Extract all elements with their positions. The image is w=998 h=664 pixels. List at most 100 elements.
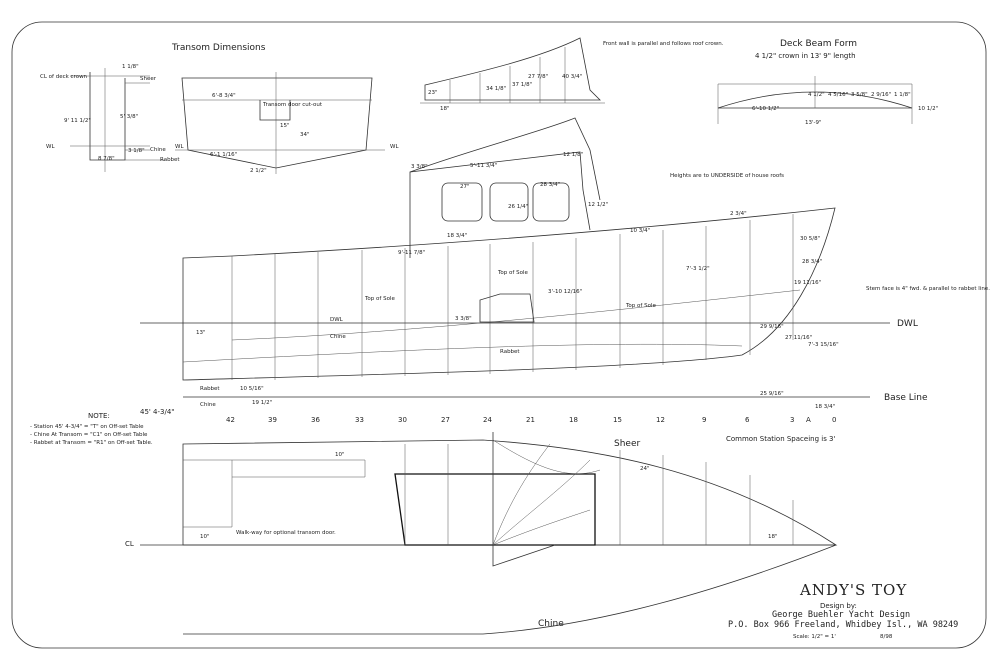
station-36: 36 bbox=[311, 416, 320, 424]
station-6: 6 bbox=[745, 416, 750, 424]
title-block: ANDY'S TOY Design by: George Buehler Yac… bbox=[728, 581, 958, 640]
transom-section-outline bbox=[89, 72, 126, 161]
svg-text:12 1/8": 12 1/8" bbox=[563, 152, 583, 158]
svg-text:3 3/8": 3 3/8" bbox=[455, 316, 472, 322]
rabbet-small-label: Rabbet bbox=[200, 386, 220, 392]
svg-text:12 1/2": 12 1/2" bbox=[588, 202, 608, 208]
transom-face-wl: WL bbox=[175, 144, 184, 150]
plan-cl-label: CL bbox=[125, 540, 134, 548]
deck-beam-group: Deck Beam Form 4 1/2" crown in 13' 9" le… bbox=[717, 39, 938, 126]
front-wall-group: Front wall is parallel and follows roof … bbox=[420, 37, 724, 112]
svg-text:19 11/16": 19 11/16" bbox=[794, 280, 821, 286]
top-of-sole-1: Top of Sole bbox=[497, 270, 528, 276]
transom-door-label: Transom door cut-out bbox=[262, 102, 323, 108]
svg-text:7'-3 1/2": 7'-3 1/2" bbox=[686, 266, 710, 272]
deck-beam-dim-3: 3 5/8" bbox=[851, 92, 868, 98]
top-of-sole-2: Top of Sole bbox=[364, 296, 395, 302]
designer-address: P.O. Box 966 Freeland, Whidbey Isl., WA … bbox=[728, 620, 958, 630]
svg-text:28 3/4": 28 3/4" bbox=[540, 182, 560, 188]
svg-text:9'-11 7/8": 9'-11 7/8" bbox=[398, 250, 425, 256]
transom-face-outline bbox=[181, 77, 373, 169]
transom-label-cl: CL of deck crown bbox=[40, 74, 88, 80]
dwl-label: DWL bbox=[897, 319, 918, 329]
baseline-label: Base Line bbox=[884, 393, 928, 403]
station-27: 27 bbox=[441, 416, 450, 424]
station-15: 15 bbox=[613, 416, 622, 424]
scale: Scale: 1/2" = 1' bbox=[793, 634, 836, 640]
designer-name: George Buehler Yacht Design bbox=[772, 610, 910, 620]
chine-line bbox=[182, 343, 743, 363]
transom-label-rabbet: Rabbet bbox=[160, 157, 180, 163]
plan-sheer-outline bbox=[182, 439, 838, 546]
transom-label-sheer: Sheer bbox=[140, 76, 157, 82]
plan-view-group: Sheer Chine CL Walk-way for optional tra… bbox=[125, 432, 838, 635]
hull-profile-outline bbox=[182, 207, 836, 381]
svg-text:2 3/4": 2 3/4" bbox=[730, 211, 747, 217]
svg-text:18 3/4": 18 3/4" bbox=[815, 404, 835, 410]
plan-sheer-label: Sheer bbox=[614, 439, 640, 449]
top-of-sole-3: Top of Sole bbox=[625, 303, 656, 309]
svg-text:10 5/16": 10 5/16" bbox=[240, 386, 264, 392]
profile-dimensions: 3 3/8" 5'-11 3/4" 28 3/4" 12 1/8" 9'-11 … bbox=[196, 152, 839, 410]
note-block: NOTE: - Station 45' 4-3/4" = "T" on Off-… bbox=[30, 412, 153, 446]
front-wall-dim-6: 18" bbox=[440, 106, 450, 112]
station-18: 18 bbox=[569, 416, 578, 424]
transom-dim-bottom: 6'-1 1/16" bbox=[210, 152, 237, 158]
note-line-2: - Chine At Transom = "C1" on Off-set Tab… bbox=[30, 432, 148, 438]
station-9: 9 bbox=[702, 416, 706, 424]
note-line-3: - Rabbet at Transom = "R1" on Off-set Ta… bbox=[30, 440, 153, 446]
plan-cockpit bbox=[394, 473, 596, 546]
transom-label-wl: WL bbox=[46, 144, 55, 150]
station-33: 33 bbox=[355, 416, 364, 424]
engine bbox=[479, 293, 535, 323]
svg-text:3 3/8": 3 3/8" bbox=[411, 164, 428, 170]
transom-dim-half: 2 1/2" bbox=[250, 168, 267, 174]
project-name: ANDY'S TOY bbox=[799, 581, 907, 599]
chine-small-label: Chine bbox=[200, 402, 216, 408]
station-21: 21 bbox=[526, 416, 535, 424]
transom-dim-1: 1 1/8" bbox=[122, 64, 139, 70]
svg-text:25 9/16": 25 9/16" bbox=[760, 391, 784, 397]
transom-dim-34: 34" bbox=[300, 132, 310, 138]
svg-text:27": 27" bbox=[460, 184, 470, 190]
svg-text:10": 10" bbox=[335, 452, 345, 458]
front-wall-dim-4: 27 7/8" bbox=[528, 74, 548, 80]
date: 8/98 bbox=[880, 634, 893, 640]
station-labels: 42 39 36 33 30 27 24 21 18 15 12 9 6 3 0… bbox=[226, 416, 836, 424]
front-wall-dim-5: 40 3/4" bbox=[562, 74, 582, 80]
station-3: 3 bbox=[790, 416, 794, 424]
deck-beam-dim-7: 10 1/2" bbox=[918, 106, 938, 112]
transom-dim-2: 9' 11 1/2" bbox=[64, 118, 91, 124]
svg-text:30 5/8": 30 5/8" bbox=[800, 236, 820, 242]
svg-text:26 1/4": 26 1/4" bbox=[508, 204, 528, 210]
transom-face-wl-right: WL bbox=[390, 144, 399, 150]
rabbet-label: Rabbet bbox=[500, 349, 520, 355]
heights-note: Heights are to UNDERSIDE of house roofs bbox=[670, 173, 784, 179]
chine-label: Chine bbox=[330, 334, 346, 340]
front-wall-note: Front wall is parallel and follows roof … bbox=[603, 41, 724, 47]
station-0: 0 bbox=[832, 416, 836, 424]
deck-beam-dim-8: 13'-9" bbox=[805, 120, 822, 126]
svg-text:13": 13" bbox=[196, 330, 206, 336]
svg-text:5'-11 3/4": 5'-11 3/4" bbox=[470, 163, 497, 169]
overall-length: 45' 4-3/4" bbox=[140, 408, 175, 416]
front-wall-dim-3: 37 1/8" bbox=[512, 82, 532, 88]
station-42: 42 bbox=[226, 416, 235, 424]
deck-beam-title: Deck Beam Form bbox=[780, 39, 857, 49]
transom-title: Transom Dimensions bbox=[171, 43, 266, 53]
station-30: 30 bbox=[398, 416, 407, 424]
plan-chine-label: Chine bbox=[538, 619, 564, 629]
station-24: 24 bbox=[483, 416, 492, 424]
front-wall-dim-2: 34 1/8" bbox=[486, 86, 506, 92]
top-of-sole-line bbox=[231, 289, 801, 341]
deck-beam-dim-2: 4 5/16" bbox=[828, 92, 848, 98]
cabin-window-3 bbox=[532, 182, 570, 222]
svg-text:18": 18" bbox=[768, 534, 778, 540]
svg-text:3'-10 12/16": 3'-10 12/16" bbox=[548, 289, 582, 295]
profile-view-group: DWL Base Line Heights are to UNDERSIDE o… bbox=[140, 117, 990, 443]
station-39: 39 bbox=[268, 416, 277, 424]
transom-dim-5: 8 7/8" bbox=[98, 156, 115, 162]
walkway-note: Walk-way for optional transom door. bbox=[236, 530, 336, 536]
